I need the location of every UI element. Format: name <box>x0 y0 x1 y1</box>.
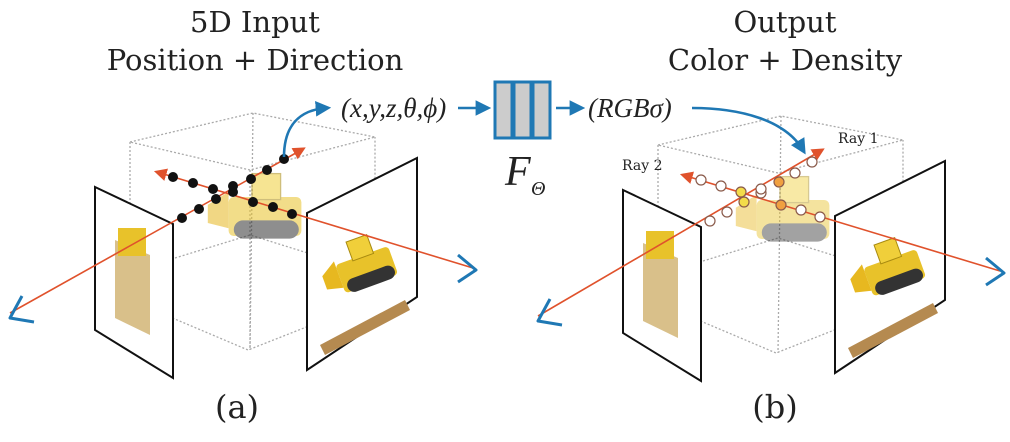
input-title: 5D Input <box>190 5 320 39</box>
sample-points <box>168 154 297 223</box>
mlp-network-icon <box>493 80 552 140</box>
camera-icon <box>457 253 478 284</box>
sample-points <box>695 156 826 227</box>
image-plane-right <box>834 159 946 375</box>
image-plane-left <box>94 185 174 380</box>
camera-icon <box>536 298 563 327</box>
input-coordinates: (x,y,z,θ,ϕ) <box>341 93 446 123</box>
network-subscript: Θ <box>531 178 545 200</box>
output-subtitle: Color + Density <box>668 43 903 77</box>
image-plane-left <box>622 188 702 383</box>
ray-2-label: Ray 2 <box>622 158 662 174</box>
ray-1 <box>537 148 825 317</box>
output-title: Output <box>733 5 836 39</box>
output-to-ray-arrow <box>691 106 806 155</box>
ray-1-label: Ray 1 <box>838 131 878 147</box>
panel-b: Ray 1 Ray 2 (b) <box>536 106 1006 426</box>
camera-icon <box>8 295 35 324</box>
image-plane-right <box>306 156 418 372</box>
network-label: F <box>504 149 531 195</box>
sample-to-input-arrow <box>282 101 332 158</box>
camera-icon <box>985 256 1006 287</box>
caption-b: (b) <box>752 388 797 426</box>
output-values: (RGBσ) <box>588 93 672 123</box>
panel-a: (a) <box>8 101 478 426</box>
input-subtitle: Position + Direction <box>107 43 404 77</box>
caption-a: (a) <box>215 388 259 426</box>
